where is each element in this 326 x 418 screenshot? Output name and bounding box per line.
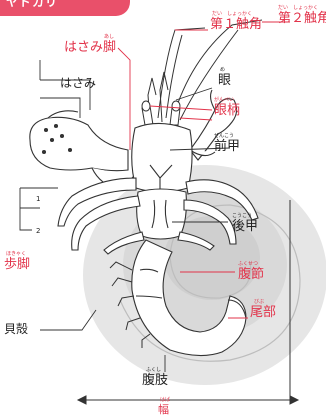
pleopods-label: 腹肢 — [142, 374, 168, 387]
carapace-front-label: 前甲 — [214, 140, 240, 153]
abdomen-label: 腹節 — [238, 268, 264, 281]
walking-legs-label: 歩脚 — [4, 258, 30, 271]
claw-label: はさみ — [60, 77, 96, 89]
antenna1-label: 第１触角 — [210, 18, 262, 31]
carapace-back-label: 後甲 — [232, 220, 258, 233]
carapace-back — [137, 189, 187, 239]
cheliped-label: はさみ脚 — [64, 41, 116, 54]
eye-label: 眼 — [218, 74, 231, 87]
antenna2-label: 第２触角 — [278, 12, 326, 25]
width-label: 幅 — [158, 404, 169, 415]
leg-number-2: 2 — [36, 228, 40, 235]
tail-label: 尾部 — [250, 306, 276, 319]
left-claw — [30, 111, 134, 190]
leg-number-1: 1 — [36, 196, 40, 203]
eyestalk-label: 眼柄 — [214, 104, 240, 117]
carapace-front — [132, 123, 192, 192]
shell-label: 貝殻 — [4, 323, 28, 335]
